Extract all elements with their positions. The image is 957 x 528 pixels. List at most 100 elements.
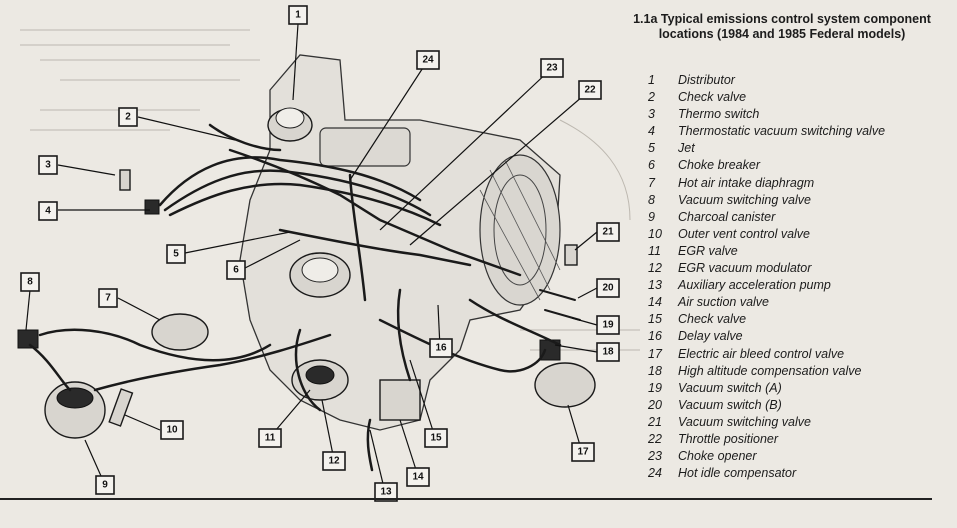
legend-number: 5 — [648, 141, 655, 156]
legend-label: Choke breaker — [678, 158, 760, 173]
callout-6: 6 — [226, 260, 246, 280]
svg-text:1: 1 — [295, 10, 301, 21]
svg-text:5: 5 — [173, 249, 179, 260]
svg-text:22: 22 — [584, 85, 596, 96]
engine-diagram: 1 2 3 4 5 6 7 8 9 10 11 12 13 14 15 16 1… — [17, 5, 640, 502]
svg-text:11: 11 — [265, 433, 276, 444]
legend-number: 16 — [648, 329, 662, 344]
legend-label: Vacuum switching valve — [678, 414, 811, 429]
legend-label: Electric air bleed control valve — [678, 346, 845, 361]
svg-text:8: 8 — [27, 277, 33, 288]
callout-10: 10 — [160, 420, 184, 440]
callout-21: 21 — [596, 222, 620, 242]
legend-number: 6 — [648, 158, 655, 173]
legend-label: Delay valve — [678, 329, 743, 344]
leader-lines — [25, 23, 598, 493]
legend-item: 1 Distributor — [648, 72, 948, 89]
legend-number: 9 — [648, 209, 655, 224]
legend-item: 17 Electric air bleed control valve — [648, 346, 948, 363]
legend-number: 3 — [648, 107, 655, 122]
legend-number: 15 — [648, 312, 662, 327]
legend-label: Throttle positioner — [678, 431, 779, 446]
svg-text:15: 15 — [430, 433, 442, 444]
legend-label: Charcoal canister — [678, 209, 776, 224]
callout-14: 14 — [406, 467, 430, 487]
legend-number: 19 — [648, 380, 662, 395]
legend-label: Vacuum switching valve — [678, 192, 811, 207]
svg-text:9: 9 — [102, 480, 108, 491]
legend-number: 21 — [648, 414, 662, 429]
legend-item: 16 Delay valve — [648, 328, 948, 345]
svg-text:23: 23 — [546, 63, 558, 74]
svg-text:4: 4 — [45, 206, 51, 217]
callout-5: 5 — [166, 244, 186, 264]
svg-text:7: 7 — [105, 293, 111, 304]
callout-17: 17 — [571, 442, 595, 462]
svg-text:14: 14 — [412, 472, 424, 483]
callout-4: 4 — [38, 201, 58, 221]
callout-9: 9 — [95, 475, 115, 495]
legend-label: High altitude compensation valve — [678, 363, 862, 378]
callout-12: 12 — [322, 451, 346, 471]
legend-item: 22 Throttle positioner — [648, 431, 948, 448]
legend-label: Choke opener — [678, 449, 757, 464]
callout-20: 20 — [596, 278, 620, 298]
callout-16: 16 — [429, 338, 453, 358]
legend-number: 1 — [648, 73, 655, 87]
svg-text:3: 3 — [45, 160, 51, 171]
legend-item: 8 Vacuum switching valve — [648, 192, 948, 209]
legend-label: Thermostatic vacuum switching valve — [678, 124, 886, 139]
legend-number: 12 — [648, 261, 662, 276]
callout-11: 11 — [258, 428, 282, 448]
svg-text:19: 19 — [602, 320, 614, 331]
callout-13: 13 — [374, 482, 398, 502]
legend-item: 9 Charcoal canister — [648, 209, 948, 226]
legend-number: 22 — [648, 431, 662, 446]
legend-label: Air suction valve — [678, 295, 770, 310]
legend-number: 17 — [648, 346, 662, 361]
legend-number: 24 — [648, 466, 662, 481]
callout-18: 18 — [596, 342, 620, 362]
legend-item: 12 EGR vacuum modulator — [648, 260, 948, 277]
legend-label: EGR vacuum modulator — [678, 261, 812, 276]
svg-text:10: 10 — [166, 425, 178, 436]
svg-text:6: 6 — [233, 265, 239, 276]
svg-text:24: 24 — [422, 55, 434, 66]
legend-number: 4 — [648, 124, 655, 139]
legend-number: 7 — [648, 175, 655, 190]
svg-text:17: 17 — [577, 447, 589, 458]
legend-item: 14 Air suction valve — [648, 294, 948, 311]
legend-number: 8 — [648, 192, 655, 207]
legend-number: 20 — [648, 397, 662, 412]
legend-number: 14 — [648, 295, 662, 310]
legend-item: 5 Jet — [648, 140, 948, 157]
svg-text:16: 16 — [435, 343, 447, 354]
legend-item: 24 Hot idle compensator — [648, 465, 948, 482]
callout-3: 3 — [38, 155, 58, 175]
callout-7: 7 — [98, 288, 118, 308]
legend-label: Vacuum switch (A) — [678, 380, 782, 395]
svg-text:20: 20 — [602, 283, 614, 294]
callout-22: 22 — [578, 80, 602, 100]
callout-1: 1 — [288, 5, 308, 25]
legend-item: 19 Vacuum switch (A) — [648, 380, 948, 397]
legend-label: Distributor — [678, 73, 735, 87]
callout-19: 19 — [596, 315, 620, 335]
page-rule — [0, 498, 932, 500]
legend-label: Jet — [678, 141, 695, 156]
legend-item: 21 Vacuum switching valve — [648, 414, 948, 431]
legend-label: Hot idle compensator — [678, 466, 797, 481]
callout-15: 15 — [424, 428, 448, 448]
legend-label: Check valve — [678, 90, 747, 105]
legend-label: Check valve — [678, 312, 747, 327]
legend-label: Vacuum switch (B) — [678, 397, 782, 412]
legend-number: 13 — [648, 278, 662, 293]
